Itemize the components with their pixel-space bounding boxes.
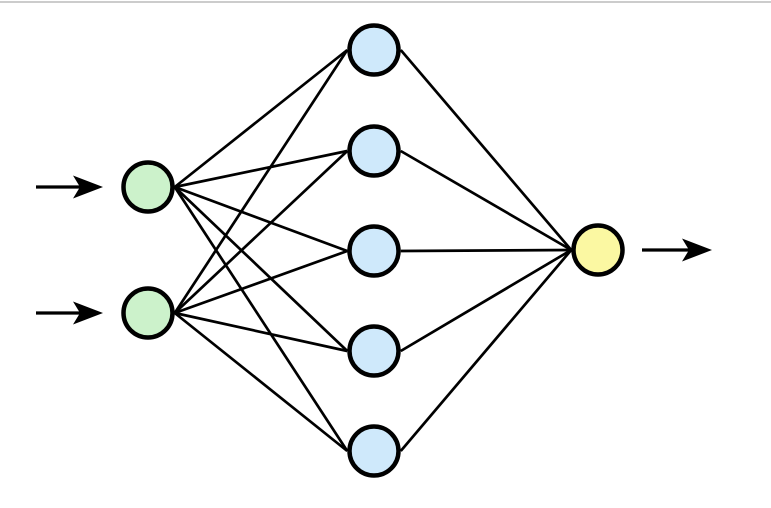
edge-input1-hidden1: [173, 48, 349, 189]
edge-input2-hidden5: [173, 311, 349, 453]
edge-input2-hidden3: [174, 249, 348, 315]
top-border-line: [0, 1, 771, 3]
input-node-2: [121, 286, 175, 340]
edge-input1-hidden2: [174, 149, 348, 189]
output-arrow-head: [682, 238, 712, 262]
input-arrow-1-head: [73, 175, 103, 199]
edge-hidden3-output1: [400, 248, 572, 253]
hidden-node-1: [347, 23, 401, 77]
input-arrow-2-head: [73, 301, 103, 325]
edge-input1-hidden3: [174, 185, 348, 253]
input-node-1: [121, 160, 175, 214]
edge-input2-hidden4: [174, 311, 348, 353]
edge-input1-hidden4: [173, 186, 349, 352]
edge-input1-hidden5: [173, 186, 349, 452]
hidden-node-2: [347, 124, 401, 178]
output-node-1: [571, 223, 625, 277]
hidden-node-3: [347, 224, 401, 278]
edge-hidden5-output1: [399, 249, 573, 452]
edge-input2-hidden1: [173, 49, 349, 314]
edge-hidden2-output1: [400, 149, 572, 252]
edge-hidden1-output1: [399, 49, 573, 251]
edge-hidden4-output1: [400, 248, 572, 353]
edge-input2-hidden2: [173, 150, 349, 314]
hidden-node-5: [347, 424, 401, 478]
hidden-node-4: [347, 324, 401, 378]
